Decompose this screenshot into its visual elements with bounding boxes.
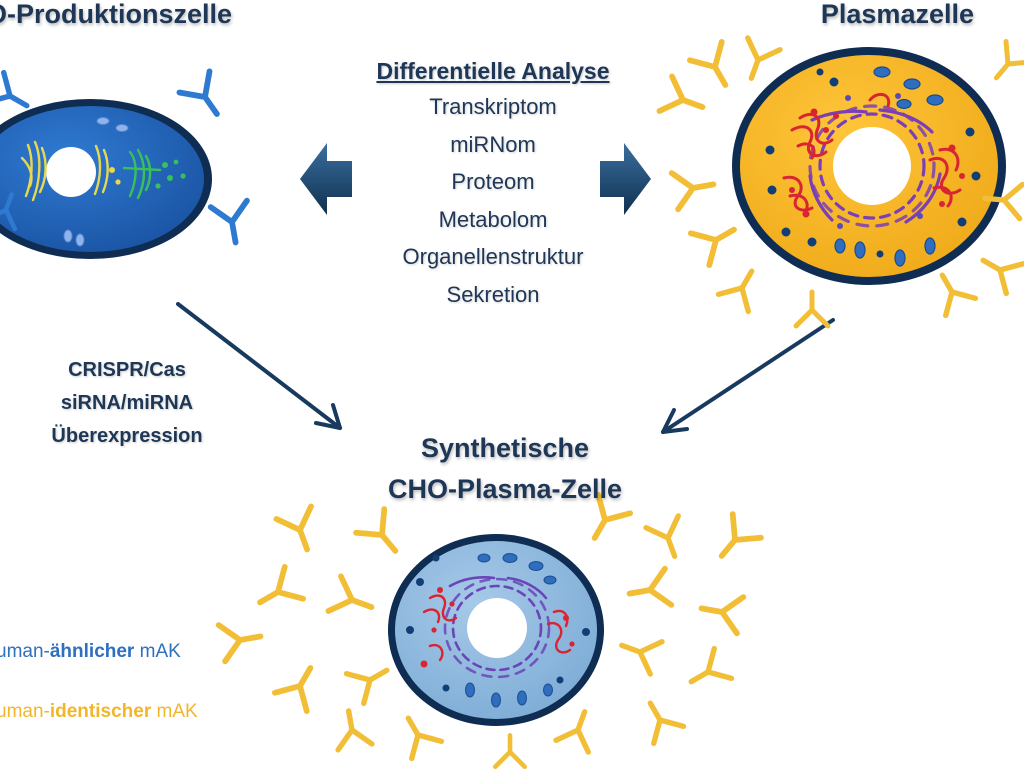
arrow-left-icon bbox=[300, 143, 352, 215]
antibody-icon bbox=[211, 201, 254, 246]
plasma-nucleus bbox=[833, 127, 911, 205]
antibody-icon bbox=[646, 516, 691, 562]
cho-mitochondria bbox=[63, 117, 129, 247]
antibody-icon bbox=[251, 567, 303, 618]
antibody-icon bbox=[495, 735, 524, 766]
antibody-icon bbox=[179, 71, 232, 124]
antibody-icon bbox=[735, 38, 780, 84]
legend-suffix: mAK bbox=[151, 701, 198, 722]
legend-bold: identischer bbox=[49, 701, 152, 722]
analysis-item: Metabolom bbox=[438, 206, 548, 232]
legend-prefix: uman- bbox=[0, 701, 50, 722]
antibody-icon bbox=[328, 576, 377, 624]
antibody-icon bbox=[927, 267, 975, 316]
plasma-cell bbox=[732, 47, 1006, 285]
synthetic-cell bbox=[388, 534, 604, 726]
plasma-cell-title: Plasmazelle bbox=[820, 0, 974, 29]
synthetic-er-dots bbox=[420, 587, 575, 668]
legend-prefix: uman- bbox=[0, 641, 50, 662]
antibody-icon bbox=[683, 649, 732, 697]
method-item: CRISPR/Cas bbox=[68, 359, 186, 381]
plasma-mitochondria bbox=[834, 66, 944, 267]
cho-cell bbox=[0, 99, 212, 259]
antibody-icon bbox=[275, 659, 326, 711]
antibody-icon bbox=[708, 514, 761, 568]
analysis-item: Organellenstruktur bbox=[402, 244, 584, 269]
antibody-icon bbox=[719, 263, 767, 312]
antibody-icon bbox=[276, 506, 324, 555]
legend-item-human-identical: uman-identischer mAK bbox=[0, 701, 198, 723]
antibody-icon bbox=[659, 76, 708, 124]
plasma-er-dots bbox=[789, 108, 965, 218]
antibody-icon bbox=[698, 590, 743, 633]
antibody-icon bbox=[616, 629, 662, 674]
antibody-icon bbox=[219, 618, 264, 661]
synthetic-vesicles-dark bbox=[406, 554, 590, 692]
antibody-icon bbox=[672, 166, 717, 209]
method-item: siRNA/miRNA bbox=[60, 392, 194, 414]
antibody-icon bbox=[691, 214, 743, 265]
arrow-to-synthetic-left bbox=[176, 302, 342, 430]
antibody-icon bbox=[635, 695, 683, 744]
antibody-icon bbox=[347, 655, 396, 703]
antibody-icon bbox=[393, 710, 441, 759]
synthetic-mitochondria bbox=[465, 553, 557, 708]
legend-bold: ähnlicher bbox=[49, 641, 135, 662]
analysis-item: Transkriptom bbox=[429, 94, 557, 119]
cho-vesicles-yellow bbox=[109, 167, 121, 185]
plasma-vesicles-dark bbox=[765, 68, 981, 258]
synthetic-golgi bbox=[443, 575, 551, 679]
antibody-icon bbox=[690, 42, 741, 94]
synthetic-title-line2: CHO-Plasma-Zelle bbox=[387, 474, 623, 504]
synthetic-title-line1: Synthetische bbox=[420, 433, 590, 463]
antibody-icon bbox=[356, 509, 409, 563]
antibody-icon bbox=[626, 569, 671, 612]
synthetic-er bbox=[422, 594, 572, 662]
synthetic-nucleus bbox=[467, 598, 527, 658]
synthetic-cell-title: Synthetische CHO-Plasma-Zelle bbox=[300, 428, 710, 510]
arrow-to-synthetic-right bbox=[661, 318, 835, 434]
plasma-vesicles-purple bbox=[837, 93, 923, 229]
plasma-golgi bbox=[808, 104, 942, 228]
antibody-icon bbox=[332, 708, 372, 750]
diagram-arrows bbox=[176, 143, 835, 434]
arrow-right-icon bbox=[600, 143, 651, 215]
antibody-icon bbox=[984, 42, 1024, 89]
plasma-er bbox=[782, 92, 962, 216]
analysis-item: Proteom bbox=[451, 169, 535, 194]
analysis-item: Sekretion bbox=[446, 281, 540, 307]
analysis-item: miRNom bbox=[450, 131, 536, 157]
method-item: Überexpression bbox=[51, 425, 203, 447]
cho-nucleus bbox=[46, 147, 96, 197]
legend-item-human-like: uman-ähnlicher mAK bbox=[0, 641, 181, 663]
analysis-list: Transkriptom miRNom Proteom Metabolom Or… bbox=[340, 88, 646, 313]
cho-cell-title: O-Produktionszelle bbox=[0, 0, 233, 29]
legend-suffix: mAK bbox=[134, 641, 181, 662]
cho-golgi-green bbox=[122, 148, 162, 200]
methods-block: CRISPR/Cas siRNA/miRNA Überexpression bbox=[22, 354, 232, 453]
differential-analysis-block: Differentielle Analyse Transkriptom miRN… bbox=[340, 54, 646, 313]
cho-vesicles-green bbox=[155, 159, 186, 189]
antibody-icon bbox=[975, 245, 1024, 293]
antibody-icon bbox=[556, 706, 601, 752]
cho-er-yellow bbox=[20, 140, 109, 202]
antibody-icon bbox=[796, 292, 828, 326]
analysis-heading: Differentielle Analyse bbox=[376, 58, 610, 84]
